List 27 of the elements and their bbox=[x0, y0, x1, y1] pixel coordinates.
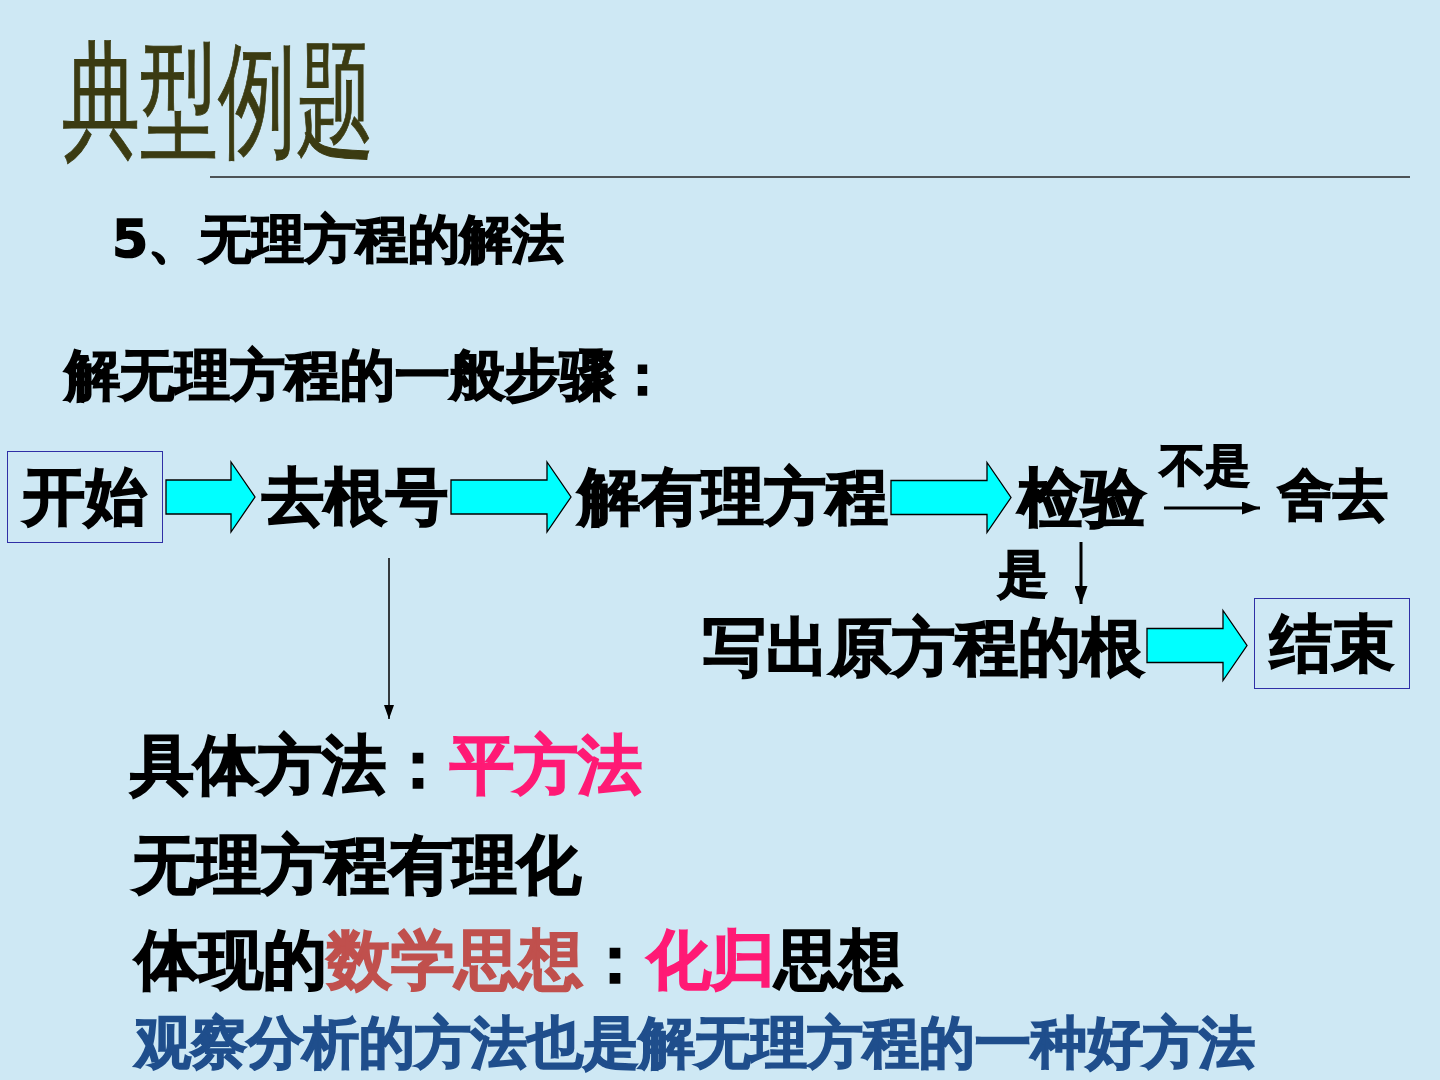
step-text: 去根号 bbox=[262, 466, 448, 528]
block-arrow bbox=[165, 459, 256, 535]
block-arrow bbox=[1146, 608, 1248, 683]
block-arrow bbox=[450, 459, 572, 535]
highlighted-term: 数学思想 bbox=[327, 923, 583, 997]
step-text: 舍去 bbox=[1278, 468, 1388, 523]
slide-title: 典型例题 bbox=[62, 38, 375, 164]
terminal-box: 结束 bbox=[1254, 598, 1410, 689]
section-heading: 5、无理方程的解法 bbox=[112, 213, 565, 265]
note-text: 观察分析的方法也是解无理方程的一种好方法 bbox=[135, 1015, 1255, 1071]
edge-label: 不是 bbox=[1160, 443, 1250, 488]
highlighted-term: 平方法 bbox=[450, 728, 642, 802]
step-text: 检验 bbox=[1018, 466, 1146, 530]
edge-label: 是 bbox=[998, 549, 1048, 599]
step-text: 解有理方程 bbox=[578, 466, 888, 528]
step-text: 写出原方程的根 bbox=[703, 616, 1144, 679]
statement-text: 思想 bbox=[775, 923, 903, 997]
terminal-box: 开始 bbox=[7, 451, 163, 543]
block-arrow bbox=[890, 460, 1012, 535]
subheading: 解无理方程的一般步骤： bbox=[65, 348, 670, 403]
arrow bbox=[1074, 542, 1088, 604]
arrow bbox=[1164, 501, 1260, 515]
arrow bbox=[384, 557, 394, 720]
statement-text: ： bbox=[583, 923, 647, 997]
statement-text: 体现的 bbox=[135, 923, 327, 997]
statement-text: 具体方法： bbox=[130, 728, 450, 802]
statement-text: 无理方程有理化 bbox=[133, 833, 581, 897]
